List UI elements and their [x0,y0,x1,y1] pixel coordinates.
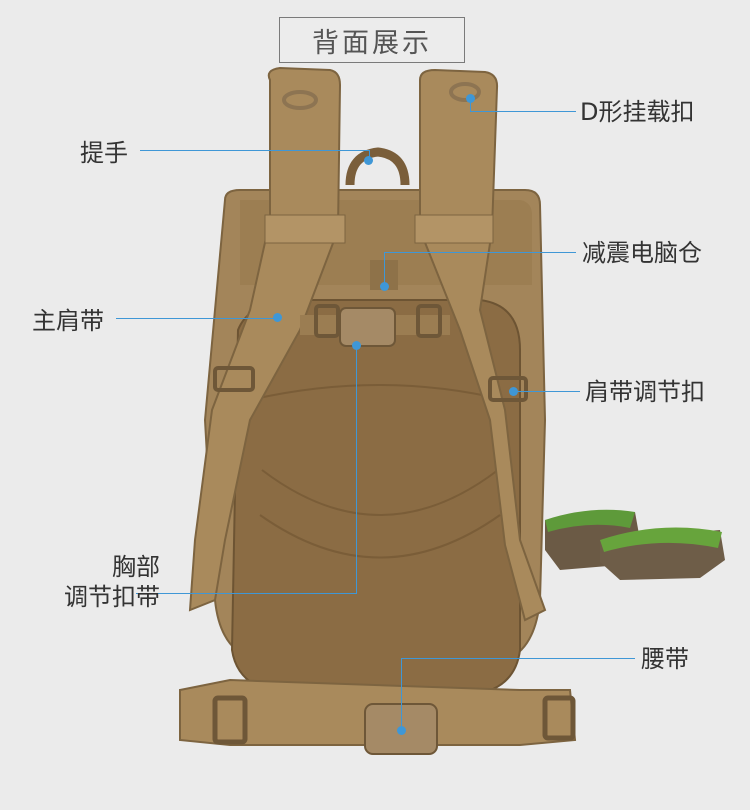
label-chest-strap-line1: 胸部 [112,553,160,581]
label-laptop-compartment: 减震电脑仓 [582,239,702,267]
label-strap-buckle: 肩带调节扣 [585,378,705,406]
label-handle: 提手 [80,139,128,167]
label-chest-strap-line2: 调节扣带 [64,583,160,611]
chest-strap-leader-v [356,345,357,593]
waist-belt-marker [397,726,406,735]
waist-belt-leader-v [401,658,402,728]
chest-strap-leader-h [136,593,357,594]
handle-leader-v [369,150,370,160]
label-chest-strap: 胸部 调节扣带 [20,552,160,612]
top-handle [345,147,410,186]
label-d-ring: D形挂载扣 [580,98,695,126]
shoulder-strap-marker [273,313,282,322]
d-ring-leader-h [470,111,576,112]
shoulder-strap-leader [116,318,276,319]
waist-belt-leader-h [401,658,635,659]
strap-buckle-leader [514,391,580,392]
d-ring-leader-v [470,98,471,111]
left-shoulder-strap [188,66,342,612]
laptop-leader-v [384,252,385,284]
label-shoulder-strap: 主肩带 [32,307,104,335]
handle-marker [364,156,373,165]
laptop-leader-h [384,252,576,253]
page-title: 背面展示 [279,17,465,63]
laptop-marker [380,282,389,291]
label-waist-belt: 腰带 [641,645,689,673]
moss-decoration [545,509,725,580]
right-shoulder-strap [419,68,547,622]
handle-leader-h [140,150,370,151]
strap-buckle-marker [509,387,518,396]
